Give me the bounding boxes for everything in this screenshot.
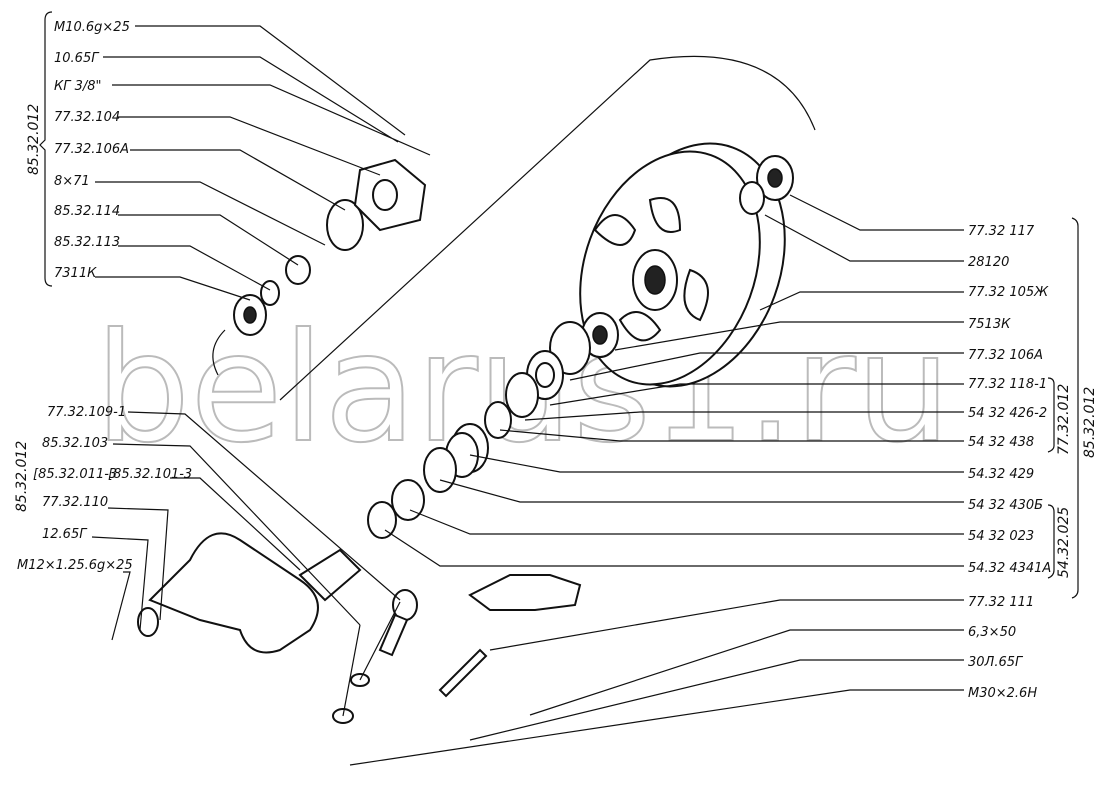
- part-label: 54 32 023: [968, 529, 1034, 544]
- part-label: 77.32.104: [54, 110, 120, 125]
- part-label: 28120: [968, 255, 1009, 270]
- wheel-hub: [579, 142, 786, 388]
- part-label: 77.32 105Ж: [968, 285, 1049, 300]
- part-label: [85.32.011-3: [33, 467, 117, 482]
- part-label: 85.32.114: [54, 204, 120, 219]
- group-label: 85.32.012: [1082, 387, 1098, 458]
- group-label: 54.32.025: [1056, 507, 1072, 578]
- part-label: КГ 3/8": [54, 79, 102, 94]
- group-label: 77.32.012: [1056, 384, 1072, 455]
- part-label: 85.32.103: [42, 436, 108, 451]
- part-label: 30Л.65Г: [968, 655, 1024, 670]
- part-label: М30×2.6Н: [968, 686, 1037, 701]
- part-label: M12×1.25.6g×25: [17, 558, 133, 573]
- axle-stack: [233, 158, 619, 539]
- part-label: 77.32 106А: [968, 348, 1043, 363]
- part-label: 54 32 430Б: [968, 498, 1043, 513]
- part-label: 54.32 4341А: [968, 561, 1051, 576]
- part-label: 77.32 111: [968, 595, 1034, 610]
- part-label: 77.32.109-1: [47, 405, 126, 420]
- part-label: 7513К: [968, 317, 1011, 332]
- part-label: 85.32.113: [54, 235, 120, 250]
- part-label: 54.32 429: [968, 467, 1034, 482]
- part-label: 7311К: [54, 266, 97, 281]
- bracket: [39, 11, 53, 287]
- nut-77-32-117: [739, 155, 794, 215]
- part-label: 77.32 118-1: [968, 377, 1047, 392]
- part-label: 54 32 438: [968, 435, 1034, 450]
- assembly-arrow: [279, 55, 816, 401]
- group-label: 85.32.012: [26, 104, 42, 175]
- part-label: [85.32.101-3: [108, 467, 192, 482]
- part-label: 77.32.106А: [54, 142, 129, 157]
- part-label: 6,3×50: [968, 625, 1016, 640]
- part-label: 12.65Г: [42, 527, 88, 542]
- part-label: 54 32 426-2: [968, 406, 1047, 421]
- steering-knuckle: [137, 532, 582, 724]
- part-label: 10.65Г: [54, 51, 100, 66]
- part-label: M10.6g×25: [54, 20, 130, 35]
- part-label: 77.32 117: [968, 224, 1035, 239]
- part-label: 8×71: [54, 174, 90, 189]
- part-label: 77.32.110: [42, 495, 108, 510]
- group-label: 85.32.012: [14, 441, 30, 512]
